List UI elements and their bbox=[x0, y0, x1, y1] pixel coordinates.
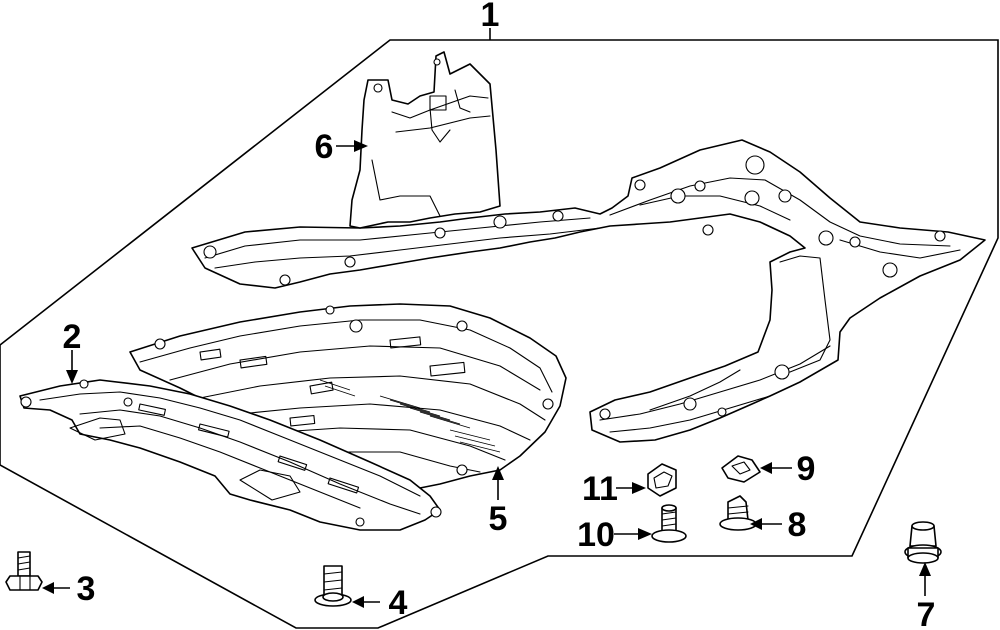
upright-splash-shield bbox=[349, 51, 501, 229]
callout-9: 9 bbox=[797, 450, 816, 488]
callout-10: 10 bbox=[577, 516, 615, 554]
callout-7: 7 bbox=[917, 596, 936, 630]
rear-under-cover bbox=[19, 379, 442, 531]
tapping-screw bbox=[719, 495, 757, 531]
assembly-boundary bbox=[0, 39, 999, 629]
clip-nut bbox=[647, 463, 677, 497]
callout-4: 4 bbox=[389, 584, 408, 622]
leader-lines bbox=[42, 28, 931, 608]
nut-clip bbox=[721, 455, 761, 483]
callout-11: 11 bbox=[582, 470, 618, 508]
push-clip bbox=[904, 521, 942, 564]
callout-1: 1 bbox=[481, 0, 500, 34]
callout-3: 3 bbox=[77, 570, 96, 608]
callout-8: 8 bbox=[788, 506, 807, 544]
callout-5: 5 bbox=[489, 500, 508, 538]
flange-screw bbox=[651, 504, 687, 543]
callout-labels: 1 2 3 4 5 6 7 8 9 10 11 bbox=[63, 0, 936, 630]
flange-bolt bbox=[5, 551, 43, 591]
flange-bolt-long bbox=[314, 565, 352, 607]
subframe-shield bbox=[191, 139, 986, 443]
callout-6: 6 bbox=[315, 128, 334, 166]
callout-2: 2 bbox=[63, 318, 82, 356]
